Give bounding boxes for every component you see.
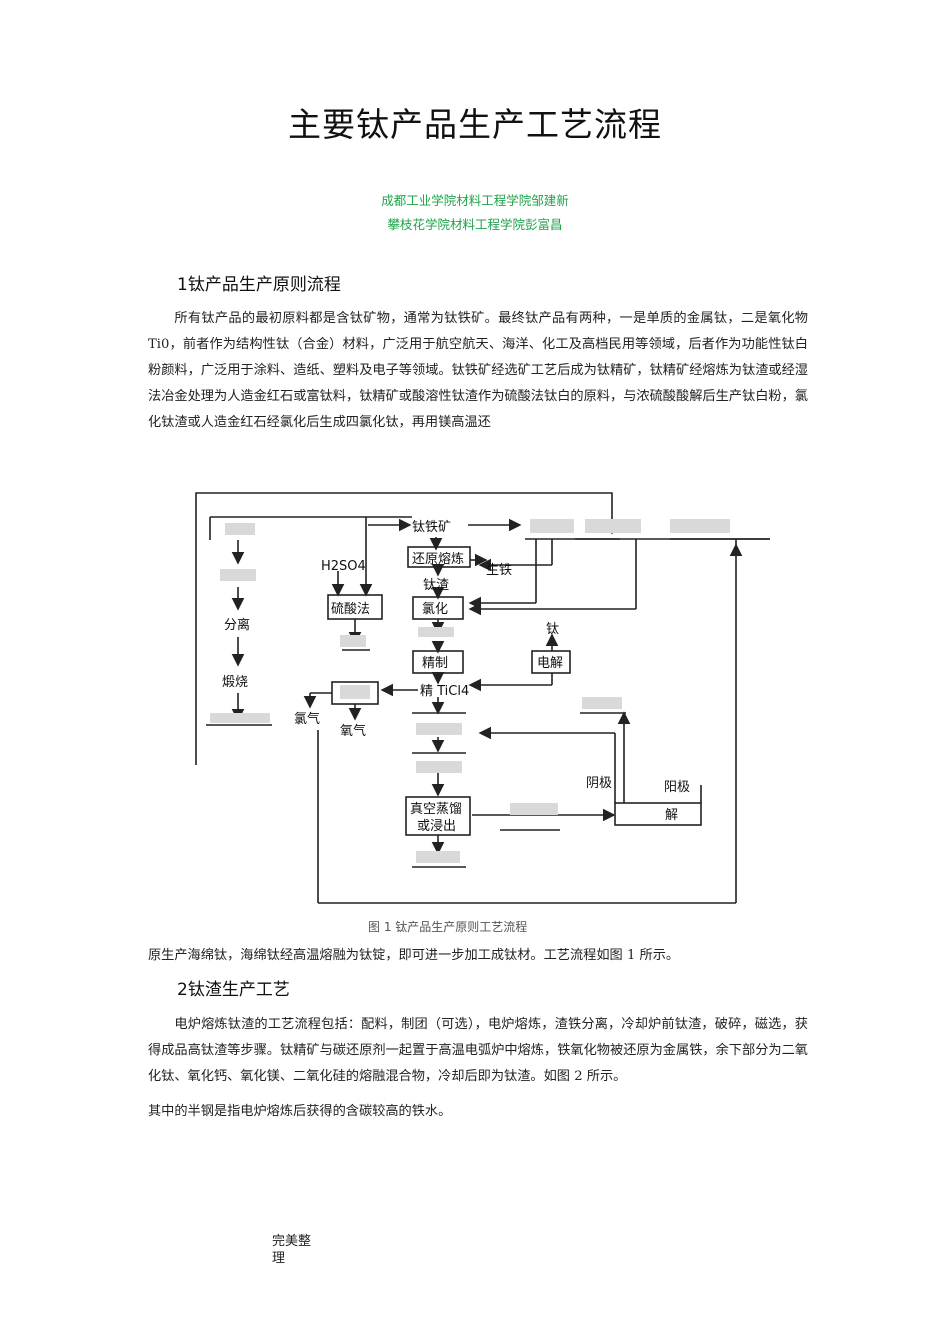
- footer-note: 完美整理: [272, 1234, 312, 1266]
- node-chlorine: 氯气: [294, 711, 320, 727]
- section-1-heading: 1钛产品生产原则流程: [177, 275, 341, 295]
- node-ti-slag: 钛渣: [423, 578, 449, 593]
- page-title: 主要钛产品生产工艺流程: [288, 105, 662, 144]
- node-pig-iron: 生铁: [486, 563, 512, 578]
- node-calcination: 煅烧: [222, 674, 248, 690]
- node-h2so4: H2SO4: [321, 559, 366, 574]
- node-anode: 阳极: [664, 780, 690, 795]
- node-chlorination: 氯化: [422, 602, 448, 617]
- node-refined-ticl4: 精 TiCl4: [420, 684, 469, 699]
- node-refining: 精制: [422, 656, 448, 671]
- node-or-leaching: 或浸出: [417, 819, 456, 834]
- node-oxygen: 氧气: [340, 723, 366, 739]
- section-2-paragraph: 电炉熔炼钛渣的工艺流程包括：配料，制团（可选），电炉熔炼，渣铁分离，冷却炉前钛渣…: [148, 1017, 808, 1084]
- node-sulfuric-process: 硫酸法: [331, 602, 370, 617]
- node-vacuum-distillation: 真空蒸馏: [410, 802, 462, 817]
- node-electrolysis-2: 解: [665, 808, 678, 823]
- node-electrolysis: 电解: [537, 656, 563, 671]
- figure-1-flowchart: 钛铁矿 还原熔炼 生铁 H2SO4 钛渣 硫酸法 氯化 分离 煅烧 精制 钛 电…: [180, 492, 780, 933]
- author-line-1: 成都工业学院材料工程学院邹建新: [381, 193, 569, 208]
- node-reduction-smelting: 还原熔炼: [412, 552, 464, 567]
- node-titanium: 钛: [546, 622, 559, 637]
- author-line-2: 攀枝花学院材料工程学院彭富昌: [387, 217, 563, 232]
- node-cathode: 阴极: [586, 776, 612, 791]
- section-2-last-line: 其中的半钢是指电炉熔炼后获得的含碳较高的铁水。: [148, 1104, 452, 1119]
- node-ilmenite: 钛铁矿: [412, 520, 451, 535]
- section-1-continuation: 原生产海绵钛，海绵钛经高温熔融为钛锭，即可进一步加工成钛材。工艺流程如图 1 所…: [148, 948, 680, 963]
- node-separation: 分离: [224, 617, 250, 633]
- section-2-heading: 2钛渣生产工艺: [177, 980, 290, 1000]
- section-1-paragraph: 所有钛产品的最初原料都是含钛矿物，通常为钛铁矿。最终钛产品有两种，一是单质的金属…: [148, 311, 808, 430]
- figure-1-caption: 图 1 钛产品生产原则工艺流程: [368, 919, 527, 933]
